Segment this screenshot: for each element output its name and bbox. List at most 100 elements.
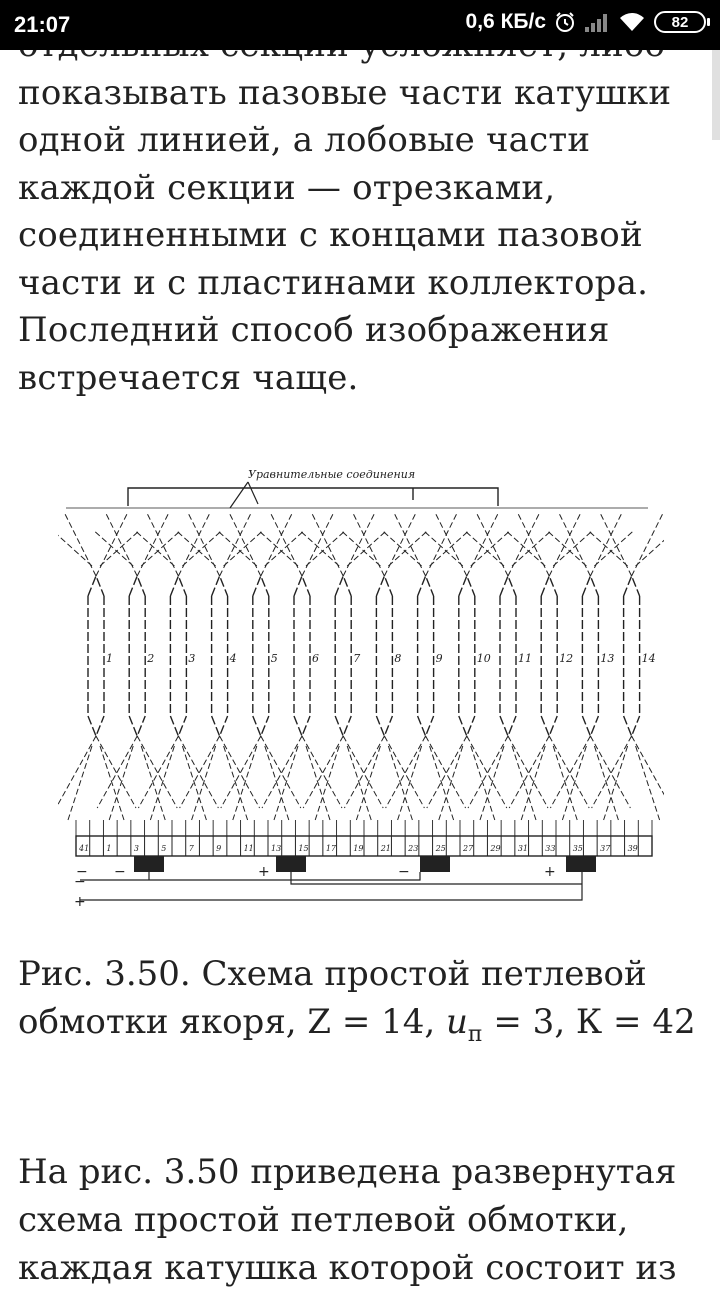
coil-number: 2 xyxy=(146,652,154,665)
battery-icon: 82 xyxy=(654,11,710,33)
coil-number: 1 xyxy=(106,652,113,665)
brush-sign: + xyxy=(544,864,556,880)
coil-number: 13 xyxy=(600,652,614,665)
upper-end-connection xyxy=(92,511,182,577)
signal-icon xyxy=(585,14,607,32)
text-line: одной линией, а лобовые части xyxy=(18,120,591,160)
upper-end-connection xyxy=(381,511,470,577)
caption-u-sub: п xyxy=(467,1021,483,1047)
coil-side xyxy=(252,574,270,738)
commutator-label: 33 xyxy=(545,844,555,853)
brush xyxy=(134,856,164,872)
text-line: каждая катушка которой состоит из xyxy=(18,1248,677,1288)
upper-end-connection xyxy=(175,511,264,577)
commutator-label: 35 xyxy=(573,844,583,853)
lower-end-connection xyxy=(302,735,384,821)
coil-side xyxy=(499,574,517,738)
label-pointer xyxy=(229,481,259,509)
negative-bus xyxy=(80,872,421,881)
upper-end-connection xyxy=(134,511,223,577)
text-line: соединенными с концами пазовой xyxy=(18,215,643,255)
lower-end-connection xyxy=(591,735,673,821)
lower-end-connection xyxy=(55,735,137,821)
coil-side xyxy=(293,574,311,738)
text-line: встречается чаще. xyxy=(18,357,359,398)
commutator-label: 3 xyxy=(134,844,139,853)
upper-end-connection xyxy=(340,511,429,577)
upper-end-connection xyxy=(463,511,553,577)
coil-side xyxy=(128,574,146,738)
upper-end-connection xyxy=(216,511,306,577)
lead-sign: + xyxy=(74,894,86,910)
winding-lines xyxy=(51,481,676,821)
brush-sign: − xyxy=(398,864,410,880)
commutator-label: 15 xyxy=(298,844,308,853)
text-line: На рис. 3.50 приведена развернутая xyxy=(18,1152,677,1192)
lower-end-connection xyxy=(137,735,219,821)
caption-u: u xyxy=(446,1002,468,1042)
brush-sign: − xyxy=(76,864,88,880)
brush xyxy=(420,856,450,872)
coil-side xyxy=(416,574,435,738)
figure-caption: Рис. 3.50. Схема простой петлевой обмотк… xyxy=(18,950,698,1059)
upper-end-connection xyxy=(51,511,141,577)
commutator-label: 25 xyxy=(435,844,446,853)
caption-line-2-b: = 3, К = 42 xyxy=(482,1002,696,1042)
status-right: 0,6 КБ/с 82 xyxy=(466,10,710,34)
coil-number: 8 xyxy=(394,652,401,665)
status-time: 21:07 xyxy=(14,12,71,37)
lower-end-connection xyxy=(261,735,343,821)
status-bar: 21:07 0,6 КБ/с 82 xyxy=(0,0,720,50)
lower-end-connection xyxy=(385,735,467,821)
commutator-label: 29 xyxy=(489,844,500,853)
text-line: каждой секции — отрезками, xyxy=(18,167,556,208)
wifi-icon xyxy=(620,13,644,31)
text-line: схема простой петлевой обмотки, xyxy=(18,1200,629,1240)
commutator-label: 17 xyxy=(326,844,337,853)
commutator-label: 21 xyxy=(380,844,391,853)
alarm-icon xyxy=(556,12,574,32)
coil-side xyxy=(458,574,476,738)
coil-number: 7 xyxy=(353,652,360,665)
lower-end-connection xyxy=(549,735,631,821)
commutator-label: 11 xyxy=(244,844,254,853)
commutator-label: 1 xyxy=(106,844,111,853)
article-paragraph-2: На рис. 3.50 приведена развернутая схема… xyxy=(18,1148,698,1292)
commutator-label: 9 xyxy=(216,844,221,853)
coil-number: 5 xyxy=(271,652,278,665)
coil-side xyxy=(375,574,394,738)
positive-bus xyxy=(80,872,583,901)
coil-number: 3 xyxy=(188,652,195,665)
text-line: части и с пластинами коллектора. xyxy=(18,262,649,303)
commutator-label: 37 xyxy=(600,844,611,853)
coil-side xyxy=(622,574,641,738)
upper-end-connection xyxy=(298,511,388,577)
lower-end-connection xyxy=(426,735,508,821)
commutator-label: 39 xyxy=(628,844,638,853)
coil-number: 6 xyxy=(312,652,319,665)
caption-line-2-a: обмотки якоря, Z = 14, xyxy=(18,1002,446,1042)
commutator-label: 31 xyxy=(518,844,528,853)
lead-sign: − xyxy=(74,874,86,890)
upper-end-connection xyxy=(504,511,594,577)
coil-side xyxy=(334,574,352,738)
brush-sign: − xyxy=(114,864,126,880)
commutator-label: 13 xyxy=(271,844,281,853)
coil-number: 9 xyxy=(436,652,443,665)
upper-end-connection xyxy=(422,511,512,577)
scroll-indicator[interactable] xyxy=(712,50,720,140)
coil-side xyxy=(210,574,229,738)
brushes: −−+−+−+ xyxy=(74,856,596,910)
commutator-label: 23 xyxy=(407,844,418,853)
coil-side xyxy=(169,574,188,738)
text-line: показывать пазовые части катушки xyxy=(18,72,672,113)
coil-number: 10 xyxy=(477,652,491,665)
upper-end-connection xyxy=(257,511,347,577)
commutator-label: 27 xyxy=(462,844,474,853)
coil-side xyxy=(87,574,105,738)
upper-end-connection xyxy=(546,511,635,577)
